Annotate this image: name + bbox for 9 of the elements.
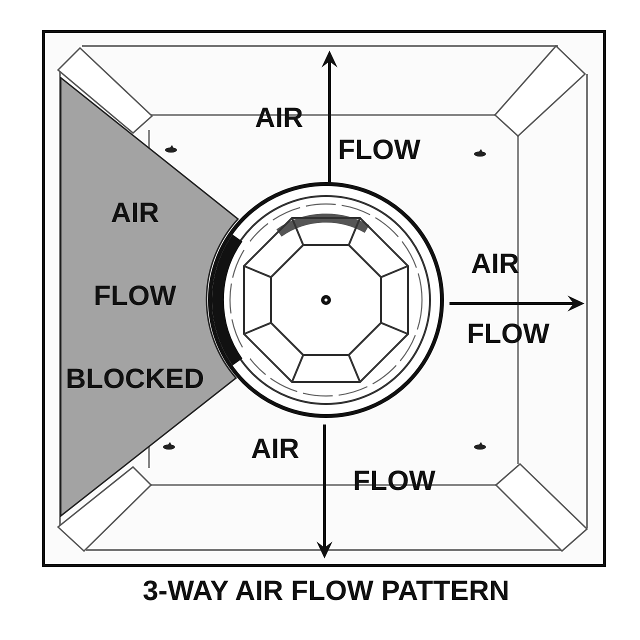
caption: 3-WAY AIR FLOW PATTERN: [142, 576, 510, 604]
flow-label: FLOW: [338, 136, 420, 164]
flow-label: AIR: [471, 250, 520, 278]
blocked-area: [60, 77, 239, 517]
flow-label: FLOW: [467, 320, 550, 348]
flow-label: FLOW: [353, 466, 436, 494]
flow-label: AIR: [251, 434, 300, 462]
blocked-label: AIR FLOW BLOCKED: [66, 197, 204, 394]
flow-label: AIR: [255, 104, 304, 132]
